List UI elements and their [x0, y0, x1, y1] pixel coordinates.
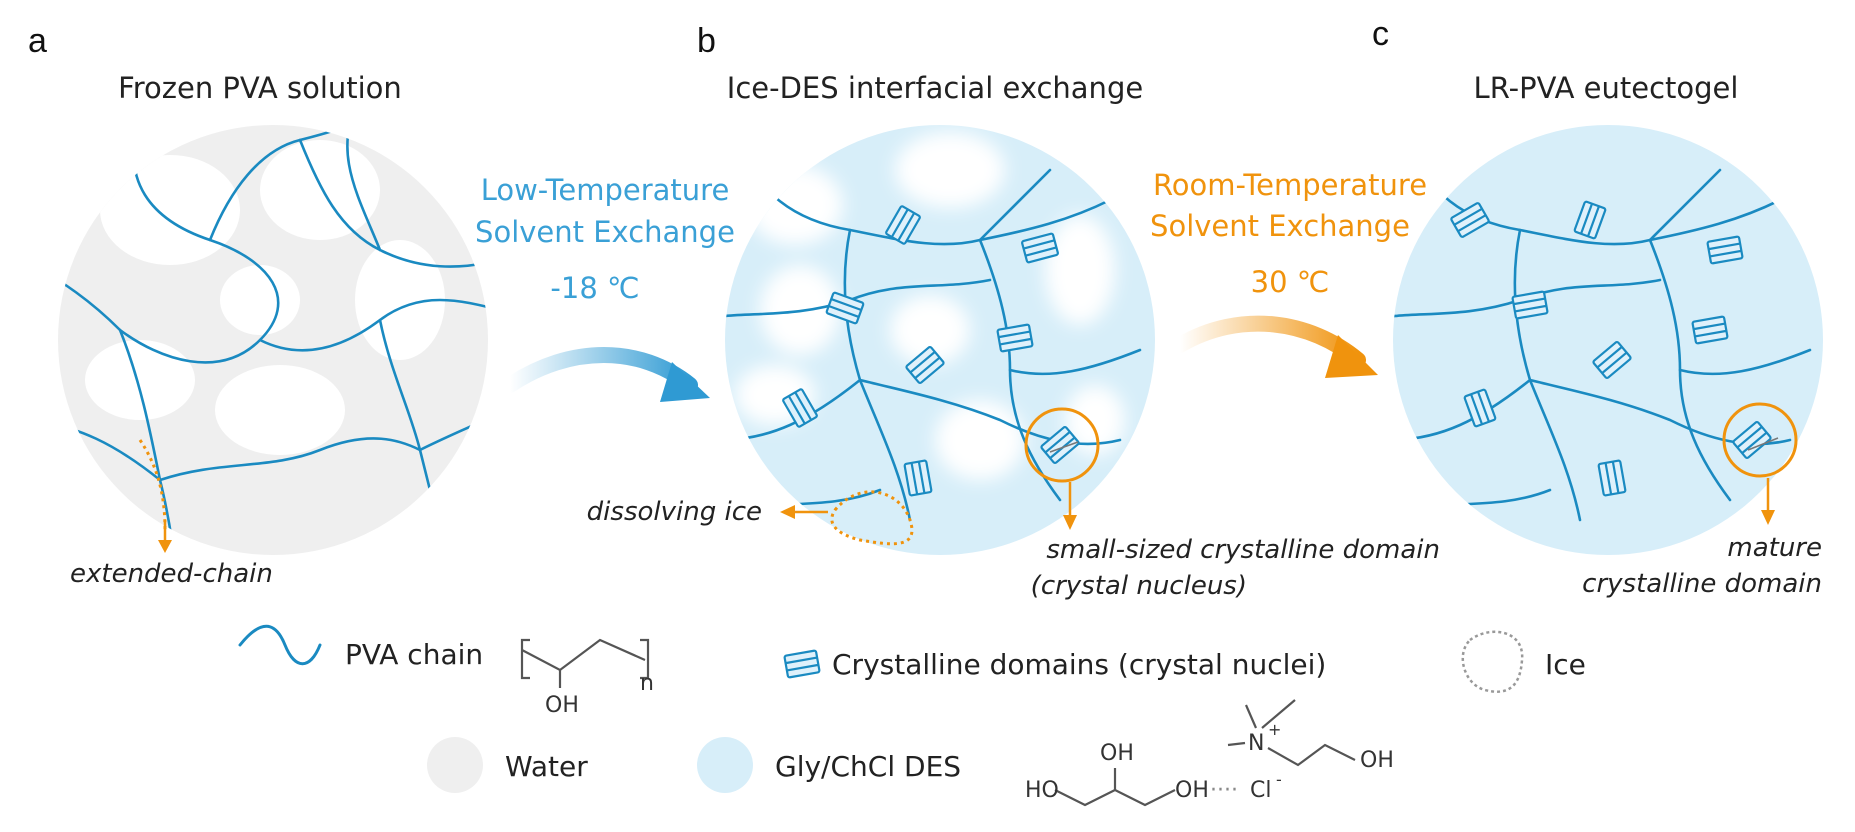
pva-repeat-unit: OH n — [520, 638, 654, 718]
step1-line2: Solvent Exchange — [475, 215, 735, 249]
mature-domain-label-2: crystalline domain — [1582, 569, 1822, 599]
panel-b-letter: b — [697, 22, 716, 60]
extended-chain-label: extended-chain — [70, 559, 273, 589]
nitrogen-label: N — [1248, 731, 1264, 756]
legend-water-label: Water — [505, 750, 588, 783]
legend-pva-chain-swatch — [238, 624, 322, 666]
panel-a-letter: a — [28, 22, 47, 60]
panel-b-circle — [725, 125, 1155, 555]
dissolving-ice-label: dissolving ice — [587, 497, 762, 527]
legend-ice-swatch — [1461, 630, 1524, 693]
chloride-label: Cl — [1250, 778, 1271, 803]
legend-ice-label: Ice — [1545, 648, 1586, 681]
chloride-charge: - — [1276, 770, 1282, 789]
small-domain-label-2: (crystal nucleus) — [1031, 571, 1247, 601]
glycerol-choline-chloride-structure: HO OH OH ···· Cl - N + OH — [1025, 699, 1394, 807]
step2-line2: Solvent Exchange — [1150, 209, 1410, 243]
legend-crystalline-swatch — [783, 649, 821, 679]
step2-line1: Room-Temperature — [1153, 168, 1427, 202]
nucleus-highlight — [1024, 407, 1100, 530]
legend-water-swatch — [427, 737, 483, 793]
panel-a-circle — [58, 125, 488, 555]
room-temp-exchange-arrow — [1172, 315, 1378, 378]
panel-c-letter: c — [1372, 15, 1389, 53]
legend-crystalline-label: Crystalline domains (crystal nuclei) — [832, 648, 1326, 681]
gly-oh-mid-label: OH — [1100, 741, 1134, 766]
step1-temperature: -18 ℃ — [550, 271, 639, 305]
choline-oh-label: OH — [1360, 748, 1394, 773]
panel-c-circle — [1393, 125, 1823, 555]
panel-a-title: Frozen PVA solution — [118, 71, 402, 105]
legend-des-swatch — [697, 737, 753, 793]
nitrogen-charge: + — [1268, 720, 1281, 739]
legend-des-label: Gly/ChCl DES — [775, 750, 961, 783]
extended-chain-marker — [138, 439, 172, 553]
pva-n-label: n — [640, 671, 654, 696]
step2-temperature: 30 ℃ — [1251, 265, 1330, 299]
mature-domain-label-1: mature — [1727, 533, 1822, 563]
legend-pva-chain-label: PVA chain — [345, 638, 483, 671]
small-domain-label-1: small-sized crystalline domain — [1046, 535, 1440, 565]
pva-oh-label: OH — [545, 693, 579, 718]
gly-ho-label: HO — [1025, 778, 1059, 803]
step1-line1: Low-Temperature — [481, 173, 730, 207]
dissolving-ice-marker — [780, 490, 914, 546]
mature-domain-highlight — [1722, 402, 1798, 525]
low-temp-exchange-arrow — [502, 347, 710, 402]
hbond-dots: ···· — [1210, 778, 1238, 803]
panel-b-title: Ice-DES interfacial exchange — [727, 71, 1143, 105]
legend: PVA chain OH n Crystalline domains (crys… — [238, 624, 1586, 807]
gly-oh-end-label: OH — [1175, 778, 1209, 803]
panel-c-title: LR-PVA eutectogel — [1474, 71, 1739, 105]
